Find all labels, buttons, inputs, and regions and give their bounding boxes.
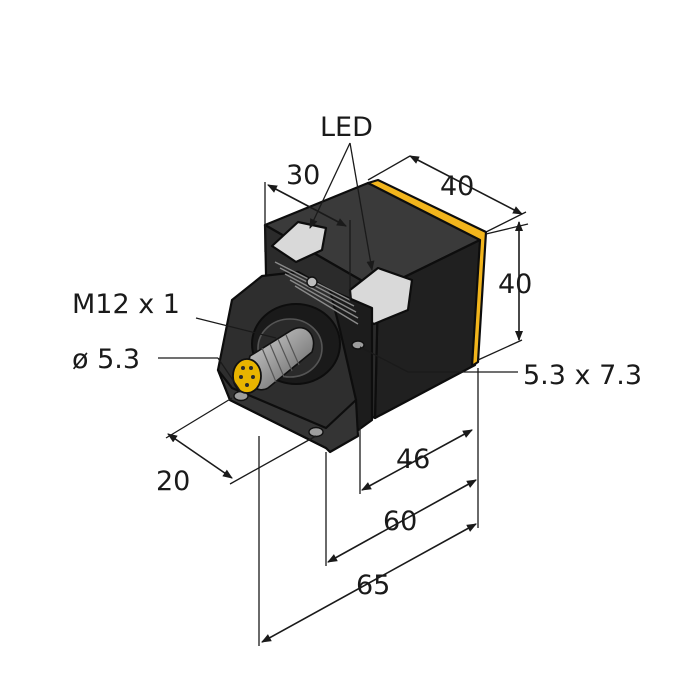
label-slot: 5.3 x 7.3: [523, 360, 642, 391]
label-hole-diameter: ø 5.3: [72, 344, 140, 375]
leader-hole-2: [217, 357, 242, 393]
label-thread: M12 x 1: [72, 289, 180, 320]
dim-40-depth: [367, 155, 527, 233]
leader-thread: [195, 317, 277, 339]
dim-65: [261, 523, 477, 643]
label-led: LED: [320, 112, 373, 143]
label-dim-20: 20: [156, 466, 190, 497]
active-face-strip: [366, 178, 488, 368]
mounting-hole-right: [308, 426, 324, 438]
bracket-screw: [306, 276, 318, 288]
connector-grooves: [261, 334, 300, 383]
label-dim-40-height: 40: [498, 269, 532, 300]
label-dim-65: 65: [356, 570, 390, 601]
label-dim-40-depth: 40: [440, 171, 474, 202]
label-dim-60: 60: [383, 506, 417, 537]
dim-30: [264, 182, 351, 300]
label-dim-30: 30: [286, 160, 320, 191]
dim-20: [165, 397, 317, 485]
m12-connector: [232, 303, 341, 394]
connector-face: [232, 358, 262, 394]
dim-40-height: [477, 221, 529, 361]
label-dim-46: 46: [396, 444, 430, 475]
bracket-ribs: [274, 261, 359, 325]
connector-pins: [239, 366, 255, 387]
leader-slot: [359, 346, 409, 373]
